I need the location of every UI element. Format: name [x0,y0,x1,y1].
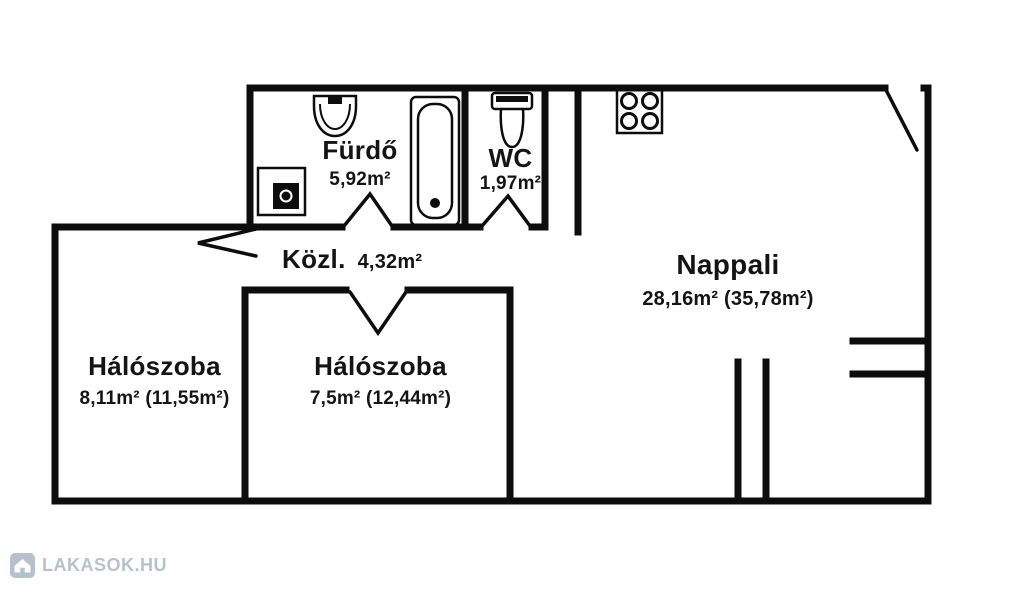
room-name: Nappali [676,249,780,280]
room-label-furdo: Fürdő 5,92m² [295,136,425,190]
room-area: 28,16m² (35,78m²) [642,287,814,310]
room-label-haloszoba1: Hálószoba 8,11m² (11,55m²) [57,352,252,409]
watermark-text: LAKASOK.HU [42,555,167,575]
room-area: 8,11m² (11,55m²) [79,387,230,409]
bathroom-door-swing [342,191,394,228]
bathtub-icon [409,95,461,227]
washing-machine-icon [256,166,307,217]
stove-icon [615,87,664,135]
walls [51,84,932,505]
bedroom1-door-swing [197,227,258,258]
watermark: LAKASOK.HU [10,553,167,578]
entry-door-swing [884,88,919,152]
room-name: Hálószoba [314,351,447,381]
room-label-wc: WC 1,97m² [468,144,553,194]
room-name: WC [488,143,533,173]
room-label-nappali: Nappali 28,16m² (35,78m²) [623,249,833,310]
wc-door-swing [480,193,532,228]
watermark-house-icon [10,553,35,578]
room-name: Közl. [282,244,346,274]
room-label-kozl: Közl. 4,32m² [282,245,422,274]
sink-icon [312,94,358,138]
room-area: 4,32m² [357,251,423,273]
room-area: 7,5m² (12,44m²) [309,387,452,409]
toilet-icon [490,91,534,149]
room-label-haloszoba2: Hálószoba 7,5m² (12,44m²) [288,352,473,409]
room-name: Fürdő [322,135,398,165]
room-name: Hálószoba [88,351,221,381]
bedroom2-door-swing [348,290,408,337]
room-area: 1,97m² [479,172,542,194]
room-area: 5,92m² [329,168,391,190]
